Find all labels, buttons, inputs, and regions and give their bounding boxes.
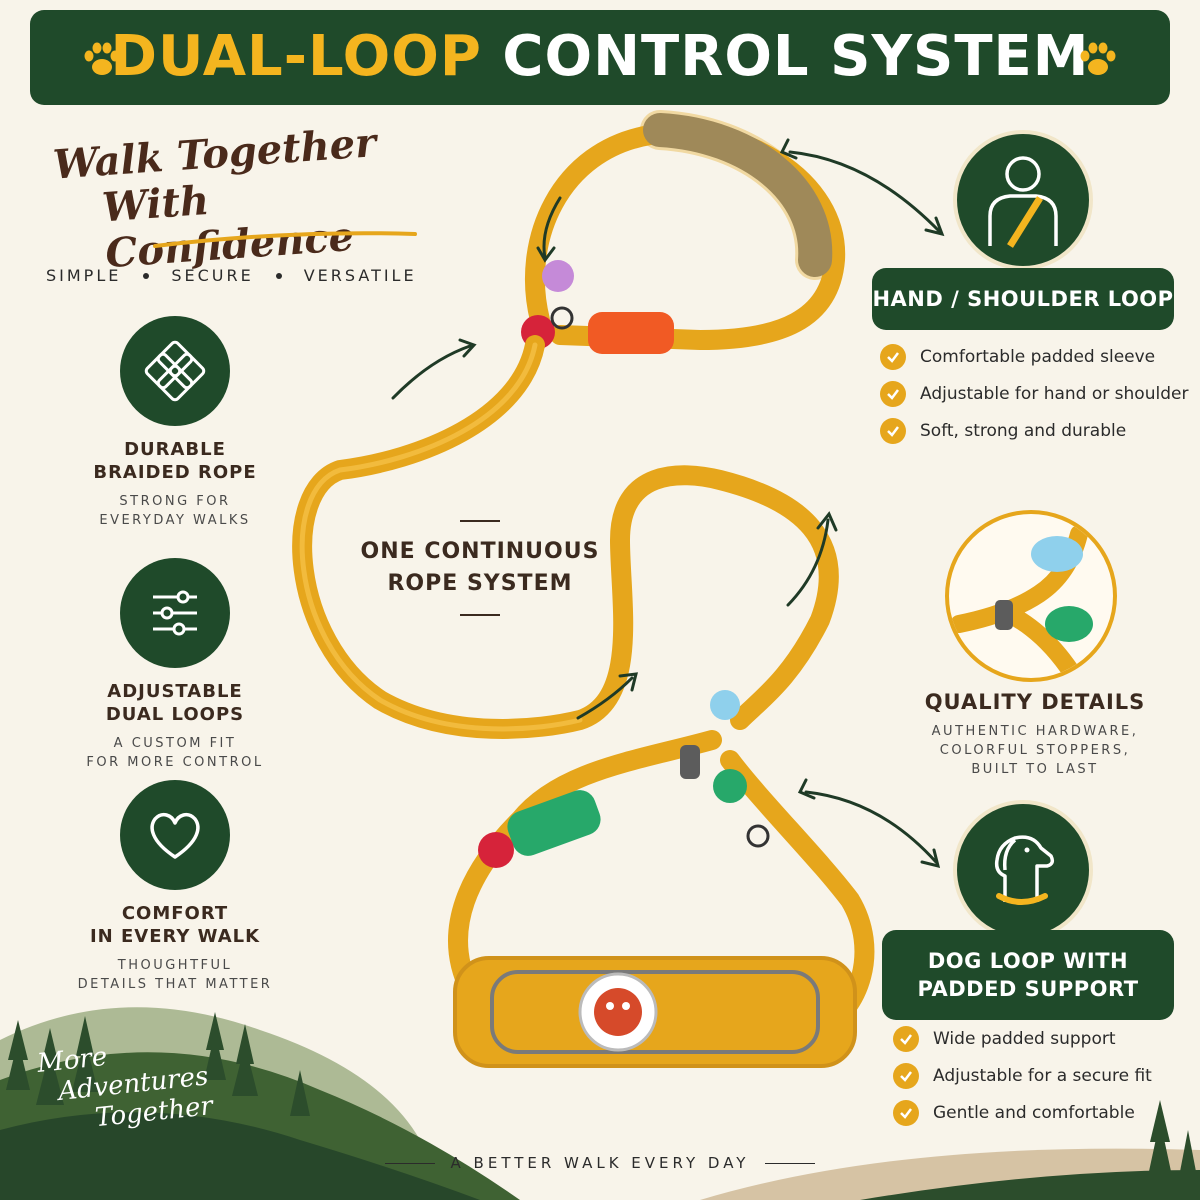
feature-title-line: COMFORT bbox=[121, 903, 229, 924]
list-item: Soft, strong and durable bbox=[880, 412, 1188, 449]
quality-sub-line: BUILT TO LAST bbox=[971, 762, 1099, 777]
orange-stopper bbox=[588, 312, 674, 354]
feature-title-line: IN EVERY WALK bbox=[89, 926, 261, 947]
feature-title-line: ADJUSTABLE bbox=[107, 681, 243, 702]
feature-subtitle: THOUGHTFUL DETAILS THAT MATTER bbox=[40, 956, 310, 994]
title-rest: CONTROL SYSTEM bbox=[481, 24, 1090, 89]
footer-text: A BETTER WALK EVERY DAY bbox=[450, 1154, 750, 1172]
tagline-word: VERSATILE bbox=[303, 266, 417, 285]
feature-sub-line: STRONG FOR bbox=[119, 494, 231, 509]
sliders-icon bbox=[120, 558, 230, 668]
quality-detail-closeup bbox=[945, 510, 1117, 682]
check-text: Wide padded support bbox=[933, 1028, 1116, 1049]
check-icon bbox=[880, 417, 906, 444]
title-banner: DUAL-LOOP CONTROL SYSTEM bbox=[30, 10, 1170, 105]
red-bead bbox=[478, 832, 514, 868]
paw-icon bbox=[84, 42, 120, 75]
check-icon bbox=[880, 380, 906, 407]
title-highlight: DUAL-LOOP bbox=[110, 24, 482, 89]
divider bbox=[384, 1162, 435, 1164]
check-text: Gentle and comfortable bbox=[933, 1102, 1135, 1123]
feature-subtitle: A CUSTOM FIT FOR MORE CONTROL bbox=[40, 734, 310, 772]
check-text: Soft, strong and durable bbox=[920, 420, 1127, 441]
check-icon bbox=[893, 1025, 919, 1052]
list-item: Adjustable for hand or shoulder bbox=[880, 375, 1188, 412]
quality-title: QUALITY DETAILS bbox=[924, 690, 1146, 714]
list-item: Wide padded support bbox=[893, 1020, 1152, 1057]
center-label-text: ONE CONTINUOUS ROPE SYSTEM bbox=[360, 536, 600, 600]
metal-clip bbox=[680, 745, 700, 779]
dog-loop-label-line: DOG LOOP WITH bbox=[927, 949, 1129, 973]
feature-sub-line: FOR MORE CONTROL bbox=[86, 755, 264, 770]
divider bbox=[460, 614, 500, 616]
check-icon bbox=[880, 343, 906, 370]
center-line: ONE CONTINUOUS bbox=[360, 539, 600, 564]
feature-title-line: DURABLE bbox=[124, 439, 226, 460]
heart-icon bbox=[120, 780, 230, 890]
feature-sub-line: THOUGHTFUL bbox=[117, 958, 233, 973]
hand-loop-checklist: Comfortable padded sleeve Adjustable for… bbox=[880, 338, 1188, 449]
d-ring bbox=[746, 824, 770, 848]
feature-subtitle: STRONG FOR EVERYDAY WALKS bbox=[40, 492, 310, 530]
person-shoulder-strap-icon bbox=[953, 130, 1093, 270]
padded-sleeve bbox=[643, 113, 833, 277]
quality-subtitle: AUTHENTIC HARDWARE, COLORFUL STOPPERS, B… bbox=[915, 722, 1155, 779]
check-text: Adjustable for hand or shoulder bbox=[920, 383, 1189, 404]
check-text: Adjustable for a secure fit bbox=[933, 1065, 1152, 1086]
feature-sub-line: DETAILS THAT MATTER bbox=[77, 977, 273, 992]
dog-loop-label-line: PADDED SUPPORT bbox=[917, 977, 1139, 1001]
feature-sub-line: A CUSTOM FIT bbox=[113, 736, 237, 751]
quality-sub-line: AUTHENTIC HARDWARE, bbox=[931, 724, 1139, 739]
green-stopper bbox=[507, 790, 601, 856]
center-line: ROPE SYSTEM bbox=[387, 571, 573, 596]
list-item: Gentle and comfortable bbox=[893, 1094, 1152, 1131]
list-item: Comfortable padded sleeve bbox=[880, 338, 1188, 375]
braid-knot-icon bbox=[120, 316, 230, 426]
dog-loop-label: DOG LOOP WITH PADDED SUPPORT bbox=[882, 930, 1174, 1020]
swoosh-underline bbox=[153, 231, 417, 248]
feature-sub-line: EVERYDAY WALKS bbox=[99, 513, 251, 528]
check-icon bbox=[893, 1099, 919, 1126]
paw-icon bbox=[1080, 42, 1116, 75]
tagline-word: SECURE bbox=[171, 266, 254, 285]
footer-tagline: A BETTER WALK EVERY DAY bbox=[0, 1154, 1200, 1172]
tagline: SIMPLE SECURE VERSATILE bbox=[46, 266, 417, 285]
dog-loop-checklist: Wide padded support Adjustable for a sec… bbox=[893, 1020, 1152, 1131]
feature-title-line: DUAL LOOPS bbox=[105, 704, 245, 725]
dog-head-icon bbox=[953, 800, 1093, 940]
center-label: ONE CONTINUOUS ROPE SYSTEM bbox=[360, 520, 600, 616]
feature-title-line: BRAIDED ROPE bbox=[93, 462, 257, 483]
light-blue-bead bbox=[710, 690, 740, 720]
check-icon bbox=[893, 1062, 919, 1089]
hand-loop-label: HAND / SHOULDER LOOP bbox=[872, 268, 1174, 330]
bullet-dot bbox=[275, 272, 282, 279]
tagline-word: SIMPLE bbox=[46, 266, 122, 285]
bullet-dot bbox=[143, 272, 150, 279]
purple-bead bbox=[542, 260, 574, 292]
check-text: Comfortable padded sleeve bbox=[920, 346, 1156, 367]
list-item: Adjustable for a secure fit bbox=[893, 1057, 1152, 1094]
divider bbox=[765, 1162, 816, 1164]
divider bbox=[460, 520, 500, 522]
curved-arrows bbox=[391, 138, 945, 869]
quality-sub-line: COLORFUL STOPPERS, bbox=[939, 743, 1131, 758]
green-bead bbox=[713, 769, 747, 803]
ring bbox=[550, 306, 574, 330]
page-title: DUAL-LOOP CONTROL SYSTEM bbox=[30, 24, 1170, 89]
